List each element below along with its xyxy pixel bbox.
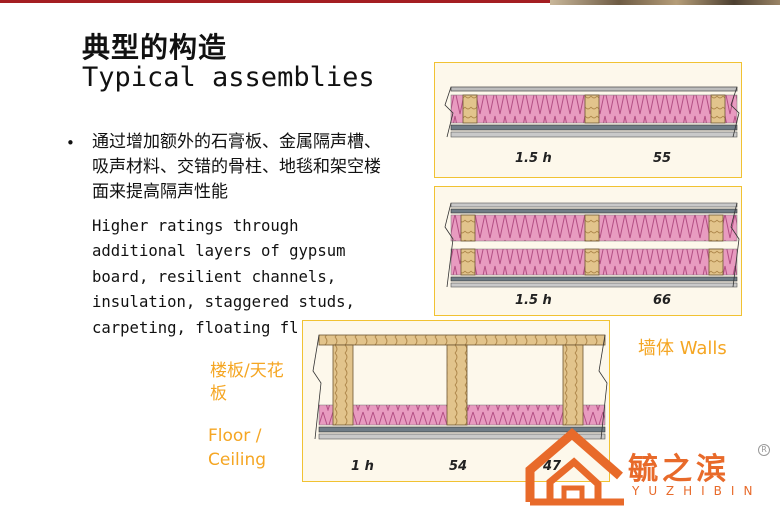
house-logo-icon (525, 428, 624, 506)
logo-subtitle: YUZHIBIN (632, 484, 762, 498)
top-accent-bar (0, 0, 780, 3)
bullet-text-english: Higher ratings through additional layers… (92, 217, 355, 337)
bullet-text-chinese: 通过增加额外的石膏板、金属隔声槽、吸声材料、交错的骨柱、地毯和架空楼面来提高隔声… (92, 132, 381, 202)
floor-fire-rating: 1 h (351, 459, 374, 474)
wall-2-stc-rating: 66 (653, 293, 672, 308)
floor-ceiling-label-english: Floor / Ceiling (208, 426, 267, 470)
wall-assembly-2-drawing (444, 202, 740, 288)
slide-title-chinese: 典型的构造 (82, 31, 228, 64)
brand-logo: 毓之滨 YUZHIBIN R (524, 426, 780, 516)
floor-assembly-diagram: 1 h 54 47 (302, 320, 610, 482)
logo-name: 毓之滨 (628, 452, 730, 487)
wall-1-stc-rating: 55 (653, 151, 672, 166)
floor-ceiling-label-chinese: 楼板/天花板 (210, 361, 284, 404)
wall-assembly-1-drawing (444, 86, 740, 138)
wall-1-fire-rating: 1.5 h (515, 151, 552, 166)
header-photo-strip (550, 0, 780, 5)
floor-iic-rating: 47 (543, 459, 562, 474)
walls-label: 墙体 Walls (638, 338, 727, 359)
wall-assembly-2-diagram: 1.5 h 66 (434, 186, 742, 316)
slide-title-english: Typical assemblies (82, 62, 375, 93)
wall-2-fire-rating: 1.5 h (515, 293, 552, 308)
registered-mark: R (758, 444, 770, 456)
floor-assembly-drawing (312, 334, 608, 440)
wall-assembly-1-diagram: 1.5 h 55 (434, 62, 742, 178)
bullet-marker: • (66, 134, 75, 152)
floor-stc-rating: 54 (449, 459, 468, 474)
